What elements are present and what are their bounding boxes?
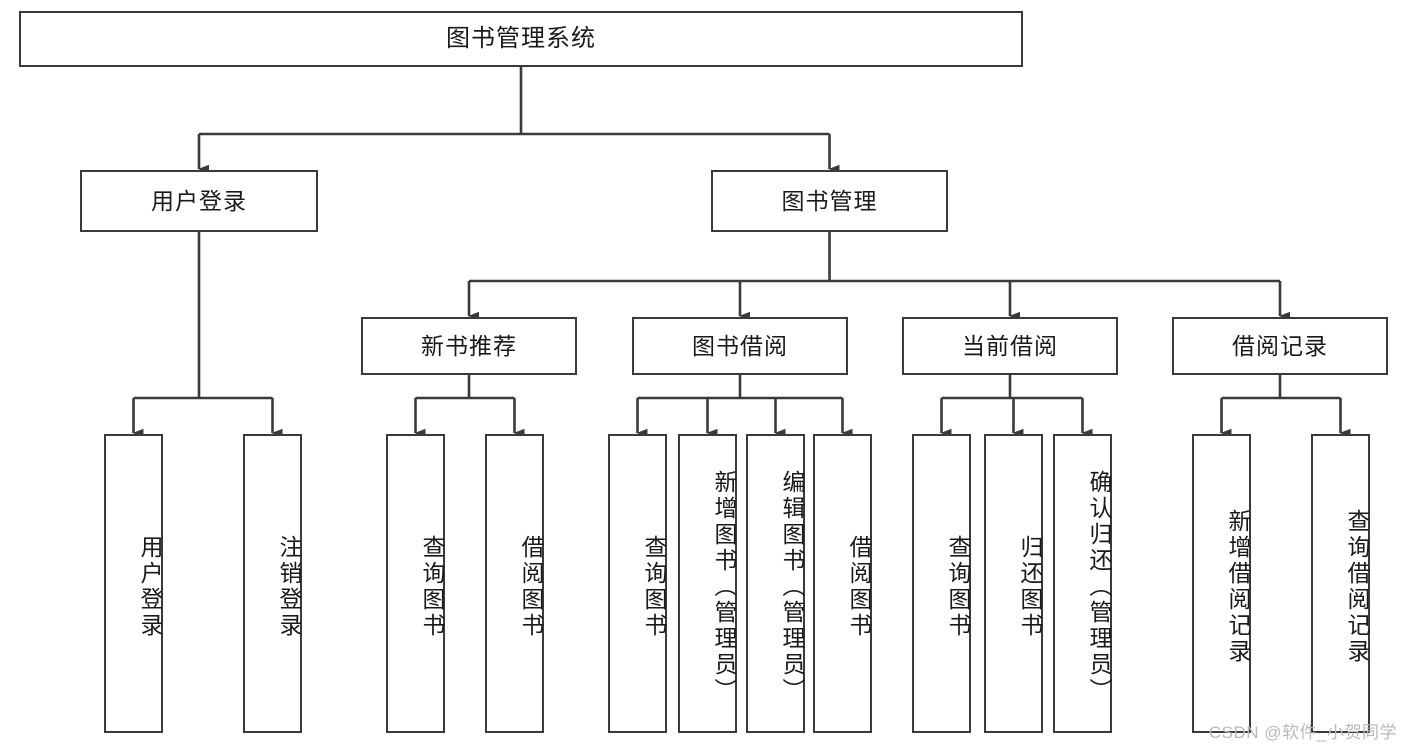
- node-root[interactable]: 图书管理系统: [19, 11, 1023, 67]
- node-leaf-cb-confirm[interactable]: 确认归还（管理员）: [1053, 434, 1112, 733]
- node-label: 借阅图书: [846, 534, 872, 639]
- node-label: 编辑图书（管理员）: [779, 469, 805, 704]
- node-label: 归还图书: [1017, 534, 1043, 639]
- node-label: 用户登录: [151, 187, 247, 214]
- node-leaf-bb-query[interactable]: 查询图书: [608, 434, 667, 733]
- node-leaf-user-login[interactable]: 用户登录: [104, 434, 163, 733]
- node-label: 图书借阅: [692, 332, 788, 359]
- node-leaf-cb-query[interactable]: 查询图书: [912, 434, 971, 733]
- node-label: 查询图书: [419, 534, 445, 639]
- node-leaf-br-query[interactable]: 查询借阅记录: [1311, 434, 1370, 733]
- node-label: 用户登录: [137, 534, 163, 639]
- node-label: 查询图书: [945, 534, 971, 639]
- node-leaf-rec-borrow[interactable]: 借阅图书: [485, 434, 544, 733]
- node-leaf-rec-query[interactable]: 查询图书: [386, 434, 445, 733]
- node-leaf-bb-edit[interactable]: 编辑图书（管理员）: [746, 434, 805, 733]
- node-label: 新增借阅记录: [1225, 508, 1251, 665]
- connector-lines: [132, 67, 1351, 438]
- node-leaf-bb-borrow[interactable]: 借阅图书: [813, 434, 872, 733]
- node-label: 借阅图书: [518, 534, 544, 639]
- node-label: 查询借阅记录: [1344, 508, 1370, 665]
- node-label: 确认归还（管理员）: [1086, 469, 1112, 704]
- node-label: 图书管理: [781, 187, 878, 214]
- node-label: 当前借阅: [962, 332, 1058, 359]
- node-leaf-cb-return[interactable]: 归还图书: [984, 434, 1043, 733]
- node-borrow-record[interactable]: 借阅记录: [1172, 317, 1388, 375]
- node-leaf-user-logout[interactable]: 注销登录: [243, 434, 302, 733]
- node-leaf-bb-add[interactable]: 新增图书（管理员）: [678, 434, 737, 733]
- node-label: 查询图书: [641, 534, 667, 639]
- node-label: 图书管理系统: [446, 25, 596, 53]
- node-book-borrow[interactable]: 图书借阅: [632, 317, 848, 375]
- node-current-borrow[interactable]: 当前借阅: [902, 317, 1118, 375]
- node-label: 新书推荐: [421, 332, 517, 359]
- node-label: 新增图书（管理员）: [711, 469, 737, 704]
- node-label: 注销登录: [276, 534, 302, 639]
- node-user-login[interactable]: 用户登录: [80, 170, 318, 232]
- node-new-book-recommend[interactable]: 新书推荐: [361, 317, 577, 375]
- node-book-manage[interactable]: 图书管理: [711, 170, 948, 232]
- node-leaf-br-add[interactable]: 新增借阅记录: [1192, 434, 1251, 733]
- node-label: 借阅记录: [1232, 332, 1328, 359]
- watermark-text: CSDN @软件_小贺同学: [1208, 723, 1397, 742]
